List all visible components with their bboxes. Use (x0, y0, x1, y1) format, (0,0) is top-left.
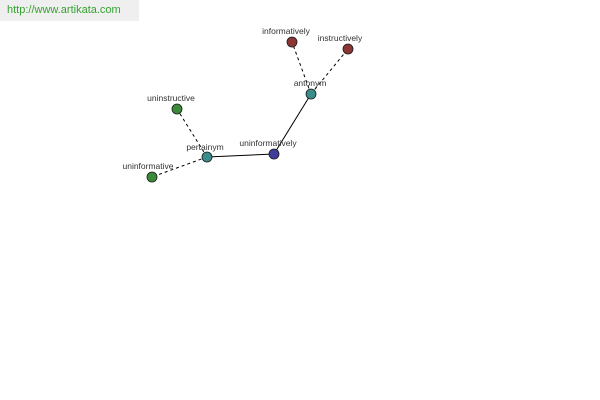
node-label-pertainym[interactable]: pertainym (186, 142, 223, 152)
node-label-antonym[interactable]: antonym (294, 78, 327, 88)
node-label-informatively[interactable]: informatively (262, 26, 310, 36)
url-banner: http://www.artikata.com (0, 0, 139, 21)
edge-uninformatively-antonym (273, 93, 312, 155)
circle-node-teal-pertainym[interactable] (201, 151, 213, 163)
edge-uninformatively-pertainym (206, 153, 275, 158)
node-label-instructively[interactable]: instructively (318, 33, 363, 43)
circle-node-green-uninformative[interactable] (146, 171, 158, 183)
nodes-layer (146, 36, 354, 183)
node-label-uninformative[interactable]: uninformative (122, 161, 173, 171)
circle-node-teal-antonym[interactable] (305, 88, 317, 100)
circle-node-red-instructively[interactable] (342, 43, 354, 55)
artikata-url-link[interactable]: http://www.artikata.com (7, 4, 121, 16)
edges-layer (151, 41, 349, 178)
labels-layer: uninformatively antonym pertainym informati… (122, 26, 362, 171)
circle-node-green-uninstructive[interactable] (171, 103, 183, 115)
node-label-uninstructive[interactable]: uninstructive (147, 93, 195, 103)
node-label-uninformatively[interactable]: uninformatively (239, 138, 297, 148)
circle-node-red-informatively[interactable] (286, 36, 298, 48)
edge-pertainym-uninformative (151, 156, 208, 178)
circle-node-blue-uninformatively[interactable] (268, 148, 280, 160)
edge-antonym-instructively (310, 48, 349, 95)
